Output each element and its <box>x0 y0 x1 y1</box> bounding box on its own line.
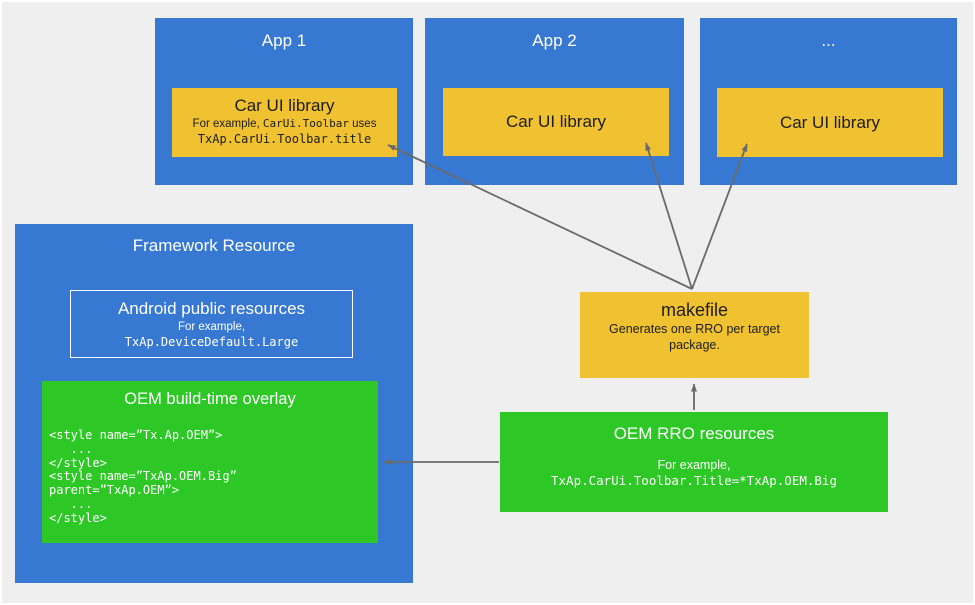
makefile-title: makefile <box>660 300 729 320</box>
app1-box: App 1 Car UI library For example, CarUi.… <box>155 18 413 185</box>
oem-build-time-overlay-box: OEM build-time overlay <style name=”Tx.A… <box>42 381 378 543</box>
app-more-box: ... Car UI library <box>700 18 957 185</box>
app1-title: App 1 <box>261 31 307 50</box>
app1-example-suffix: uses <box>348 118 377 130</box>
makefile-subtitle: Generates one RRO per target package. <box>609 322 780 352</box>
oem-rro-example-code: TxAp.CarUi.Toolbar.Title=*TxAp.OEM.Big <box>551 473 837 488</box>
oem-build-time-overlay-title: OEM build-time overlay <box>124 390 296 408</box>
app2-title: App 2 <box>532 31 577 50</box>
app-more-car-ui-library-title: Car UI library <box>779 112 881 132</box>
app1-example-code: TxAp.CarUi.Toolbar.title <box>197 132 372 146</box>
app-more-car-ui-library-box: Car UI library <box>717 88 943 157</box>
app1-example-inline-code: CarUi.Toolbar <box>262 117 349 130</box>
app2-box: App 2 Car UI library <box>425 18 684 185</box>
app1-car-ui-library-title: Car UI library <box>234 96 335 115</box>
app1-library-example-line: For example, CarUi.Toolbar uses <box>172 117 397 131</box>
android-public-resources-example-label: For example, <box>177 321 246 333</box>
app2-car-ui-library-title: Car UI library <box>505 112 607 131</box>
oem-rro-resources-box: OEM RRO resources For example, TxAp.CarU… <box>500 412 888 512</box>
oem-rro-example-label: For example, <box>657 458 731 472</box>
app1-example-prefix: For example, <box>192 118 263 130</box>
oem-rro-resources-title: OEM RRO resources <box>613 424 775 443</box>
framework-resource-title: Framework Resource <box>132 236 296 255</box>
app2-car-ui-library-box: Car UI library <box>443 88 669 156</box>
oem-build-time-overlay-code: <style name=”Tx.Ap.OEM”> ... </style> <s… <box>49 428 237 525</box>
makefile-box: makefile Generates one RRO per target pa… <box>580 292 809 378</box>
android-public-resources-title: Android public resources <box>117 299 306 318</box>
android-public-resources-example-code: TxAp.DeviceDefault.Large <box>124 335 299 349</box>
app1-car-ui-library-box: Car UI library For example, CarUi.Toolba… <box>172 88 397 157</box>
app-more-title: ... <box>821 31 836 50</box>
framework-resource-box: Framework Resource Android public resour… <box>15 224 413 583</box>
android-public-resources-box: Android public resources For example, Tx… <box>70 290 353 358</box>
